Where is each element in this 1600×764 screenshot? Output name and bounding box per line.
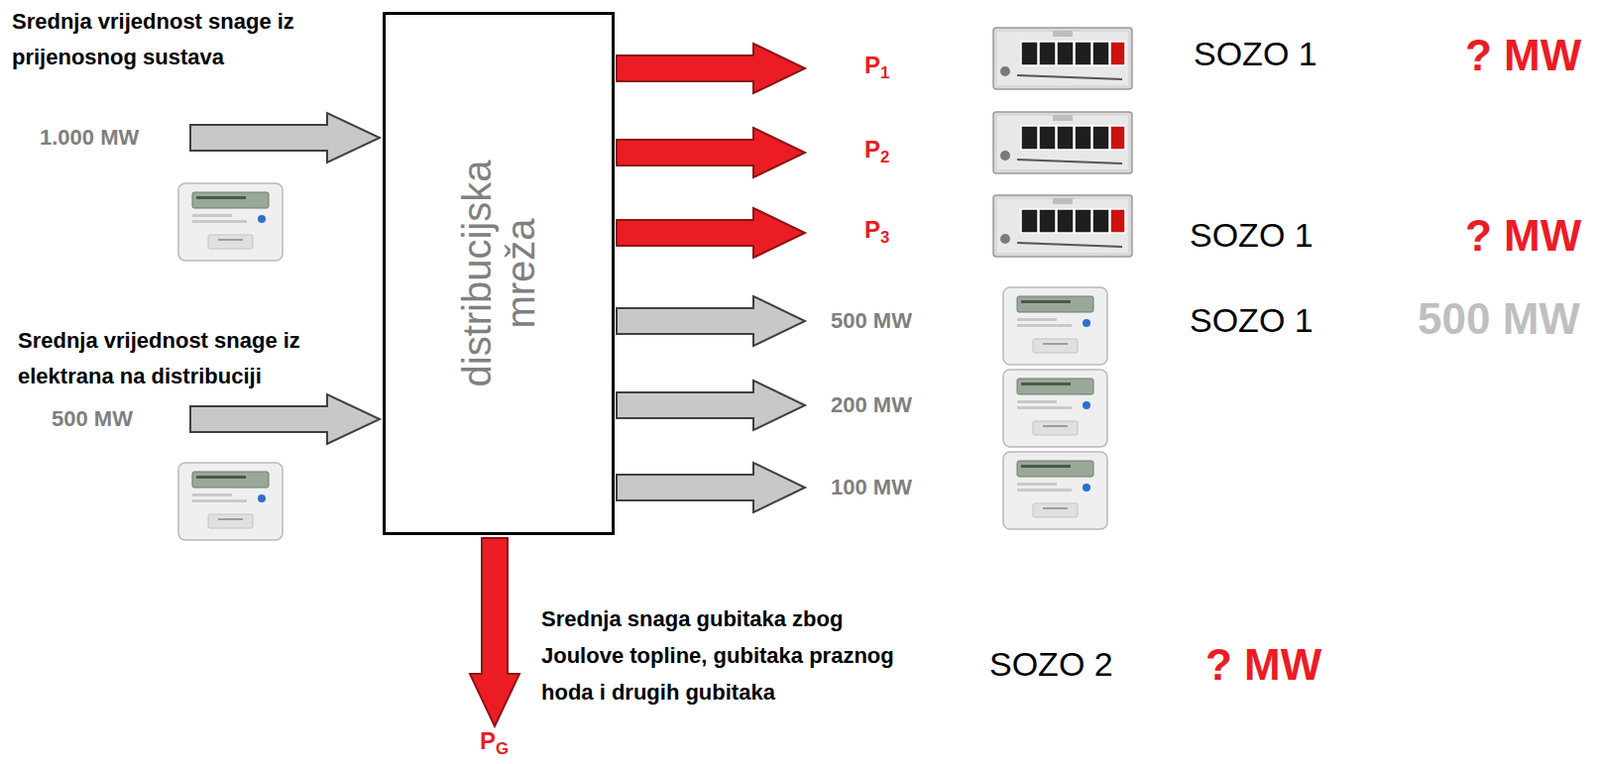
description-text: Srednja vrijednost snage iz elektrana na… [17, 323, 380, 395]
digital-meter [178, 462, 283, 541]
balance-group: SOZO 2 [989, 644, 1114, 686]
network-box: distribucijska mreža [382, 11, 615, 536]
kwh-meter [993, 195, 1133, 257]
power-value: 1.000 MW [39, 124, 139, 151]
unknown-value: ? MW [1205, 639, 1322, 692]
balance-group: SOZO 1 [1189, 215, 1314, 256]
power-value: 500 MW [51, 406, 133, 433]
kwh-meter [993, 27, 1133, 90]
digital-meter [1003, 369, 1108, 448]
output-arrow-red [616, 208, 805, 258]
balance-group: SOZO 1 [1189, 300, 1314, 342]
output-arrow-grey [616, 380, 805, 431]
power-symbol: P3 [864, 216, 890, 245]
power-symbol: PG [479, 727, 509, 757]
digital-meter [1003, 452, 1108, 530]
output-arrow-red [616, 43, 805, 94]
output-arrow-grey [616, 462, 805, 513]
input-arrow [190, 113, 380, 163]
output-arrow-grey [616, 296, 805, 346]
network-name: distribucijska mreža [455, 114, 543, 433]
input-arrow [190, 394, 380, 445]
unknown-value: ? MW [1465, 210, 1582, 263]
loss-arrow [469, 538, 520, 727]
digital-meter [178, 183, 283, 261]
unknown-value: ? MW [1465, 29, 1582, 83]
power-value: 100 MW [830, 474, 913, 501]
power-value: 200 MW [830, 392, 913, 419]
kwh-meter [993, 112, 1133, 174]
power-value: 500 MW [830, 308, 913, 335]
balance-group: SOZO 1 [1193, 33, 1318, 75]
description-text: Srednja snaga gubitaka zbog Joulove topl… [541, 600, 911, 711]
description-text: Srednja vrijednost snage iz prijenosnog … [11, 3, 374, 76]
power-symbol: P1 [864, 51, 890, 81]
known-value: 500 MW [1417, 293, 1581, 346]
digital-meter [1003, 287, 1108, 365]
output-arrow-red [616, 127, 805, 178]
power-symbol: P2 [864, 135, 890, 165]
